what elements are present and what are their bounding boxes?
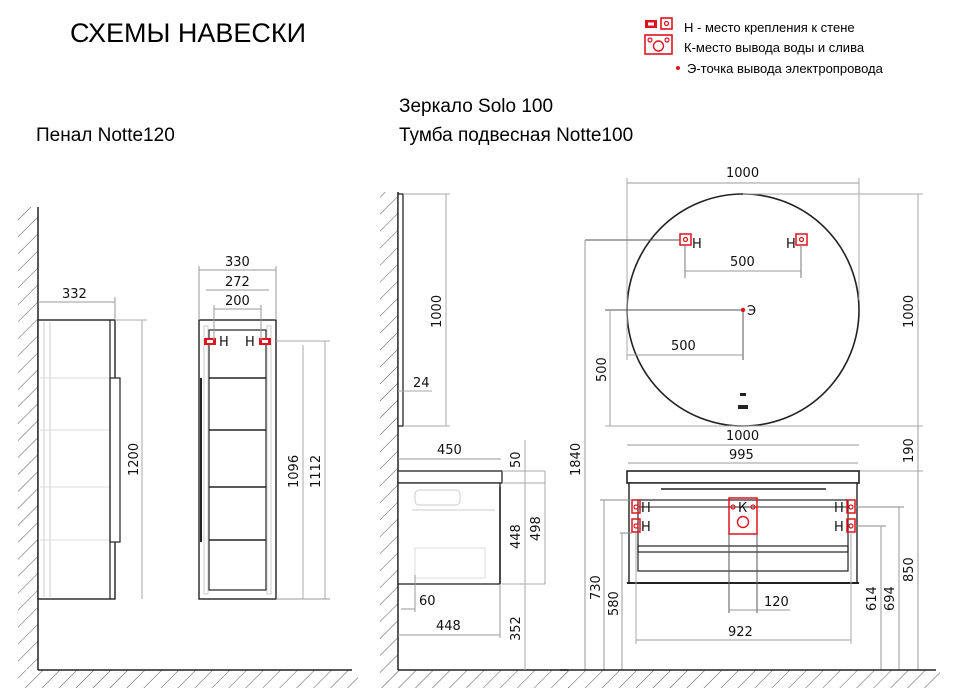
legend-item-wall-mount: Н - место крепления к стене xyxy=(684,20,855,35)
dim-vanity-floor-gap: 352 xyxy=(509,616,524,641)
dim-outlet-width: 120 xyxy=(764,595,789,610)
dim-mirror-height-front: 1000 xyxy=(902,295,917,328)
dim-penal-h1112: 1112 xyxy=(309,455,324,488)
mount-mark-right: Н xyxy=(245,335,255,350)
dim-h580: 580 xyxy=(607,591,622,616)
dim-vanity-body-height: 448 xyxy=(509,524,524,549)
dim-vanity-offset: 60 xyxy=(419,594,436,609)
floor-hatch xyxy=(380,670,570,688)
mount-mark: Н xyxy=(641,501,651,516)
dim-vanity-top-depth: 450 xyxy=(437,443,462,458)
legend-item-water-outlet: К-место вывода воды и слива xyxy=(684,40,865,55)
mount-mark-right: Н xyxy=(786,237,796,252)
water-outlet-icon xyxy=(728,497,758,535)
wall-hatch xyxy=(18,207,38,669)
penal-front-view: Н Н 330 272 200 1096 1112 xyxy=(198,255,330,600)
dim-electric-x: 500 xyxy=(671,339,696,354)
dim-electric-y: 500 xyxy=(595,357,610,382)
dim-mount-span: 922 xyxy=(728,625,753,640)
water-mark: К xyxy=(738,501,747,516)
dim-vanity-body-depth: 448 xyxy=(436,619,461,634)
dim-total-height: 1840 xyxy=(569,443,584,476)
vanity-front-view: 1840 1000 995 190 Н Н xyxy=(560,240,940,688)
dim-vanity-top-thickness: 50 xyxy=(509,451,524,468)
dim-penal-inner: 272 xyxy=(225,275,250,290)
mount-mark: Н xyxy=(834,501,844,516)
dim-h850: 850 xyxy=(902,557,917,582)
mirror-vanity-side-view: 1000 24 450 50 448 498 60 448 352 xyxy=(380,192,570,688)
penal-side-view: 332 1200 xyxy=(18,207,358,688)
mount-mark-left: Н xyxy=(692,237,702,252)
electric-mark: Э xyxy=(747,304,756,319)
dim-vanity-top-width: 995 xyxy=(729,448,754,463)
dim-penal-mount-spacing: 200 xyxy=(225,294,250,309)
mount-mark-left: Н xyxy=(219,335,229,350)
wall-mount-icon xyxy=(204,338,216,345)
wall-hatch xyxy=(380,192,398,670)
wall-mount-icon xyxy=(259,338,271,345)
dim-mirror-width: 1000 xyxy=(726,166,759,181)
dim-penal-width: 330 xyxy=(225,255,250,270)
dim-mirror-depth: 24 xyxy=(413,376,430,391)
dim-penal-h1096: 1096 xyxy=(287,455,302,488)
section-title-mirror: Зеркало Solo 100 xyxy=(399,96,554,117)
dim-gap: 190 xyxy=(902,438,917,463)
dim-h614: 614 xyxy=(865,586,880,611)
legend-item-electric-point: Э-точка вывода электропровода xyxy=(687,61,883,76)
mount-mark: Н xyxy=(834,520,844,535)
section-title-penal: Пенал Notte120 xyxy=(36,125,175,146)
dim-mirror-mount-spacing: 500 xyxy=(730,255,755,270)
dim-penal-height: 1200 xyxy=(127,443,142,476)
wall-mount-icon xyxy=(631,499,641,514)
page-title: СХЕМЫ НАВЕСКИ xyxy=(70,18,307,48)
electric-point-icon xyxy=(740,307,746,313)
dim-h694: 694 xyxy=(883,586,898,611)
mount-mark: Н xyxy=(641,520,651,535)
dim-h730: 730 xyxy=(589,575,604,600)
dim-vanity-width: 1000 xyxy=(726,429,759,444)
dim-mirror-height: 1000 xyxy=(430,295,445,328)
dim-vanity-total-height: 498 xyxy=(529,516,544,541)
floor-hatch xyxy=(560,670,940,688)
section-title-vanity: Тумба подвесная Notte100 xyxy=(399,125,634,146)
dim-penal-depth: 332 xyxy=(62,287,87,302)
wall-mount-icon xyxy=(631,518,641,533)
mirror-front-view: 1000 1000 Н Н 500 Э 500 500 xyxy=(585,166,923,427)
floor-hatch xyxy=(18,670,358,688)
